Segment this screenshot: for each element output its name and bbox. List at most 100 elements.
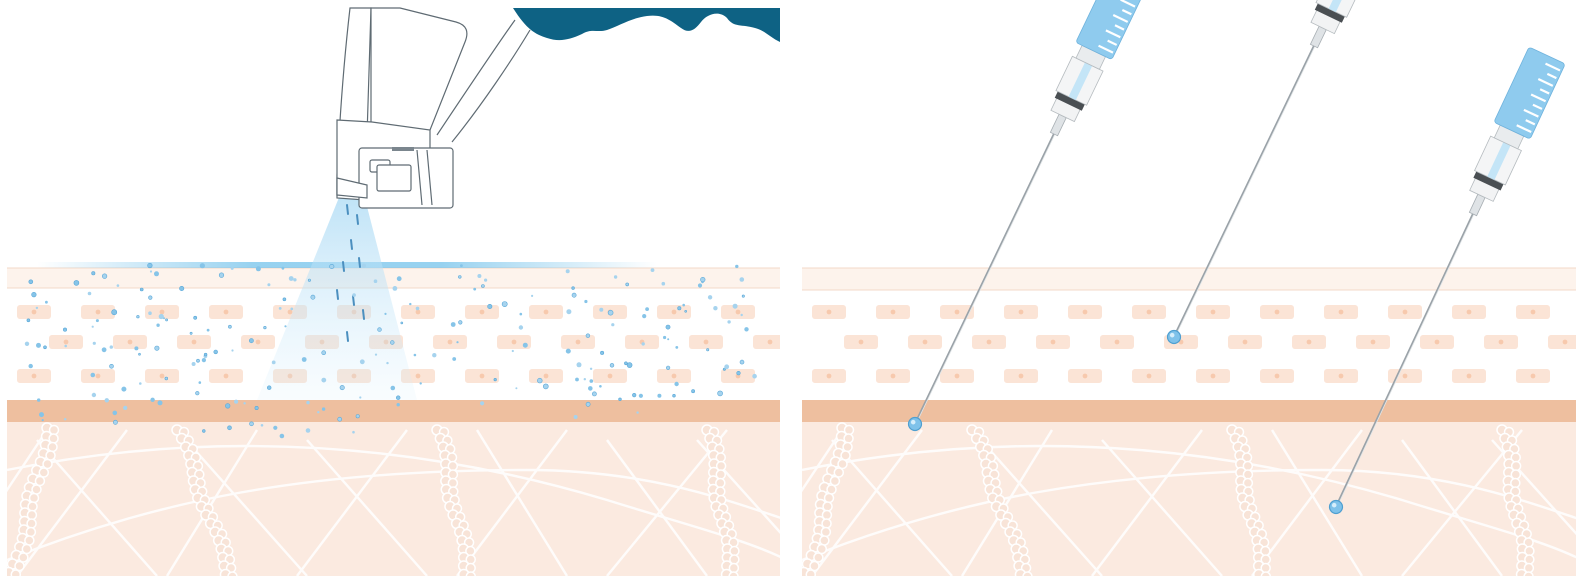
droplet-icon	[515, 387, 517, 389]
droplet-icon	[456, 341, 458, 343]
cell-icon	[1068, 305, 1102, 319]
needle-free-injection-panel	[7, 0, 780, 576]
cell-icon	[81, 305, 115, 319]
droplet-icon	[698, 283, 702, 287]
droplet-icon	[480, 401, 484, 405]
droplet-icon	[488, 304, 492, 308]
droplet-icon	[566, 349, 571, 354]
droplet-icon	[662, 282, 666, 286]
droplet-icon	[199, 381, 202, 384]
droplet-icon	[121, 387, 126, 392]
droplet-icon	[92, 326, 94, 328]
droplet-icon	[214, 350, 218, 354]
droplet-icon	[740, 277, 745, 282]
droplet-icon	[357, 215, 358, 224]
droplet-icon	[284, 325, 286, 327]
droplet-icon	[112, 310, 117, 315]
droplet-icon	[140, 288, 143, 291]
droplet-icon	[166, 319, 168, 321]
droplet-icon	[352, 293, 356, 297]
droplet-icon	[494, 378, 497, 381]
droplet-icon	[158, 400, 163, 405]
droplet-icon	[204, 353, 207, 356]
droplet-icon	[432, 353, 436, 357]
droplet-icon	[458, 276, 461, 279]
droplet-icon	[261, 424, 264, 427]
cell-icon	[1484, 335, 1518, 349]
injector-icon	[337, 8, 530, 208]
droplet-icon	[44, 346, 47, 349]
droplet-icon	[575, 378, 579, 382]
droplet-icon	[639, 394, 643, 398]
droplet-icon	[608, 310, 613, 315]
droplet-icon	[356, 415, 359, 418]
cell-icon	[1324, 305, 1358, 319]
cell-icon	[625, 335, 659, 349]
droplet-icon	[666, 325, 670, 329]
cell-icon	[753, 335, 780, 349]
droplet-icon	[289, 276, 294, 281]
droplet-icon	[391, 386, 396, 391]
droplet-icon	[590, 379, 594, 383]
cell-icon	[1260, 305, 1294, 319]
droplet-icon	[1168, 331, 1181, 344]
droplet-icon	[42, 419, 44, 421]
droplet-icon	[708, 295, 712, 299]
droplet-icon	[572, 293, 576, 297]
droplet-icon	[701, 277, 706, 282]
cell-icon	[1516, 305, 1550, 319]
cell-icon	[241, 335, 275, 349]
needle-free-injection-illustration	[7, 0, 780, 576]
droplet-icon	[74, 280, 79, 285]
droplet-icon	[359, 396, 361, 398]
droplet-icon	[484, 279, 487, 282]
droplet-icon	[283, 298, 286, 301]
droplet-icon	[159, 314, 164, 319]
cell-icon	[1356, 335, 1390, 349]
droplet-icon	[322, 351, 326, 355]
droplet-icon	[63, 328, 66, 331]
droplet-icon	[477, 274, 481, 278]
droplet-icon	[343, 262, 344, 271]
droplet-icon	[302, 357, 307, 362]
droplet-icon	[645, 307, 649, 311]
droplet-icon	[459, 321, 463, 325]
droplet-icon	[393, 286, 398, 291]
cell-icon	[1004, 369, 1038, 383]
droplet-icon	[409, 303, 411, 305]
droplet-icon	[165, 377, 168, 380]
droplet-icon	[735, 265, 738, 268]
droplet-icon	[36, 307, 38, 309]
droplet-icon	[192, 362, 196, 366]
droplet-icon	[347, 332, 348, 341]
cell-icon	[876, 305, 910, 319]
cell-icon	[812, 369, 846, 383]
cell-icon	[561, 335, 595, 349]
droplet-icon	[744, 327, 748, 331]
droplet-icon	[531, 295, 533, 297]
droplet-icon	[32, 292, 37, 297]
needle-injection-illustration	[802, 0, 1576, 576]
droplet-icon	[667, 338, 669, 340]
droplet-icon	[93, 342, 96, 345]
droplet-icon	[148, 311, 152, 315]
droplet-icon	[543, 384, 548, 389]
droplet-icon	[256, 266, 261, 271]
droplet-icon	[741, 314, 743, 316]
droplet-icon	[599, 385, 602, 388]
cell-icon	[940, 369, 974, 383]
droplet-icon	[584, 300, 587, 303]
droplet-icon	[113, 420, 117, 424]
droplet-icon	[673, 394, 676, 397]
droplet-icon	[139, 353, 141, 355]
droplet-icon	[267, 283, 270, 286]
droplet-icon	[663, 336, 666, 339]
droplet-icon	[154, 271, 159, 276]
panel-divider	[780, 0, 802, 576]
droplet-icon	[39, 412, 44, 417]
droplet-icon	[197, 359, 200, 362]
droplet-icon	[626, 283, 629, 286]
cell-icon	[529, 369, 563, 383]
droplet-icon	[386, 362, 388, 364]
droplet-icon	[150, 398, 154, 402]
